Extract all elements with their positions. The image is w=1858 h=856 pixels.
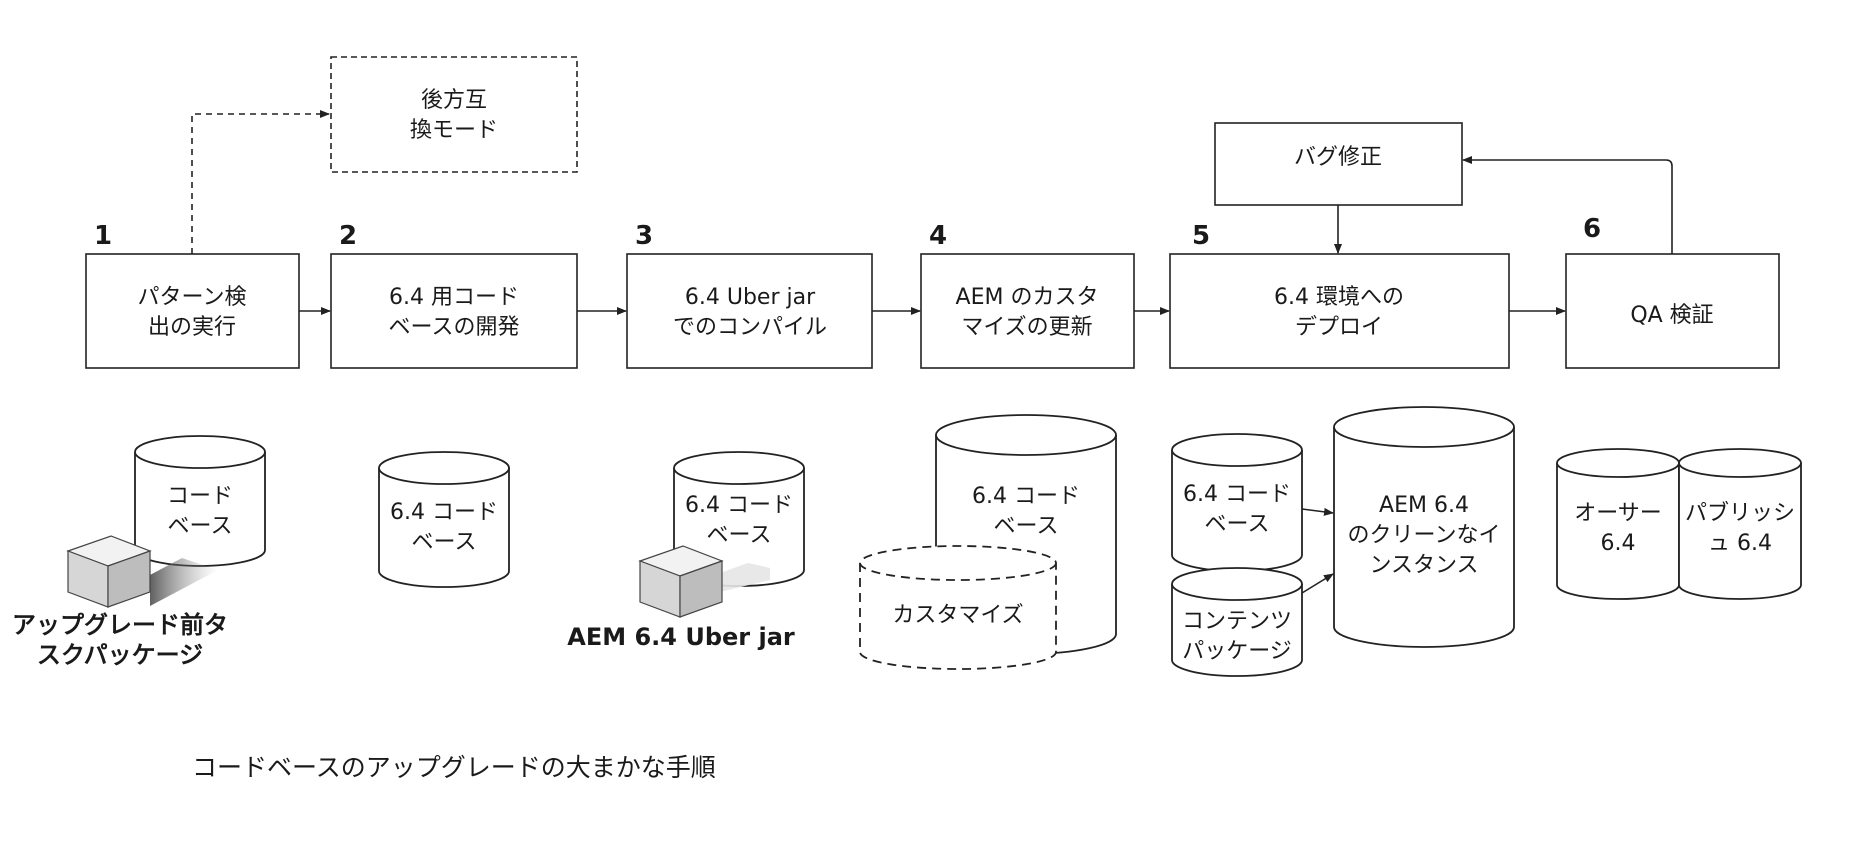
step-5-box: 6.4 環境への デプロイ bbox=[1169, 253, 1510, 369]
step-number-4: 4 bbox=[929, 221, 947, 251]
arrow-codebase-to-instance bbox=[1301, 507, 1334, 516]
codebase-2-line-2: ベース bbox=[412, 530, 477, 555]
step-number-6: 6 bbox=[1583, 214, 1601, 244]
clean-instance-line-3: ンスタンス bbox=[1369, 553, 1478, 578]
content-package-line-2: パッケージ bbox=[1182, 639, 1292, 664]
content-package-line-1: コンテンツ bbox=[1182, 609, 1292, 634]
codebase-2-line-1: 6.4 コード bbox=[390, 500, 498, 525]
bug-fix-label: バグ修正 bbox=[1294, 145, 1382, 170]
arrow-content-to-instance bbox=[1301, 573, 1334, 594]
bug-fix-box: バグ修正 bbox=[1214, 122, 1463, 206]
step-2-box: 6.4 用コード ベースの開発 bbox=[330, 253, 578, 369]
customization-cylinder: カスタマイズ bbox=[859, 545, 1057, 670]
codebase-5-line-2: ベース bbox=[1205, 512, 1270, 537]
step-number-3: 3 bbox=[635, 221, 653, 251]
publish-line-1: パブリッシ bbox=[1685, 501, 1795, 526]
uber-jar-label: AEM 6.4 Uber jar bbox=[567, 623, 795, 651]
author-line-2: 6.4 bbox=[1601, 531, 1636, 556]
step-number-5: 5 bbox=[1192, 221, 1210, 251]
backward-compat-box: 後方互 換モード bbox=[330, 56, 578, 173]
arrow-1-to-backward-compat bbox=[191, 110, 330, 254]
step-number-1: 1 bbox=[94, 221, 112, 251]
customization-label: カスタマイズ bbox=[892, 603, 1023, 628]
step-1-label-line-1: パターン検 bbox=[138, 285, 247, 310]
codebase-3-line-2: ベース bbox=[707, 523, 772, 548]
clean-instance-cylinder: AEM 6.4 のクリーンなイ ンスタンス bbox=[1333, 406, 1515, 648]
step-4-label-line-1: AEM のカスタ bbox=[956, 285, 1099, 310]
codebase-cylinder-1: コード ベース bbox=[134, 435, 266, 567]
step-6-label: QA 検証 bbox=[1630, 303, 1713, 328]
step-4-label-line-2: マイズの更新 bbox=[961, 315, 1092, 340]
step-4-box: AEM のカスタ マイズの更新 bbox=[920, 253, 1135, 369]
publish-cylinder: パブリッシ ュ 6.4 bbox=[1678, 448, 1802, 600]
codebase-cylinder-5: 6.4 コード ベース bbox=[1171, 433, 1303, 572]
codebase-1-line-1: コード bbox=[167, 484, 233, 509]
codebase-5-line-1: 6.4 コード bbox=[1183, 482, 1291, 507]
arrow-6-to-bug-fix bbox=[1462, 156, 1673, 254]
step-3-box: 6.4 Uber jar でのコンパイル bbox=[626, 253, 873, 369]
step-2-label-line-2: ベースの開発 bbox=[389, 315, 520, 340]
backward-compat-line-1: 後方互 bbox=[421, 88, 487, 113]
codebase-4-line-2: ベース bbox=[994, 514, 1059, 539]
pre-upgrade-package-line-2: スクパッケージ bbox=[37, 641, 203, 669]
clean-instance-line-1: AEM 6.4 bbox=[1379, 493, 1469, 518]
codebase-cylinder-2: 6.4 コード ベース bbox=[378, 451, 510, 588]
author-cylinder: オーサー 6.4 bbox=[1556, 448, 1680, 600]
clean-instance-line-2: のクリーンなイ bbox=[1348, 523, 1501, 548]
step-6-box: QA 検証 bbox=[1565, 253, 1780, 369]
step-1-box: パターン検 出の実行 bbox=[85, 253, 300, 369]
step-1-label-line-2: 出の実行 bbox=[148, 315, 236, 340]
codebase-4-line-1: 6.4 コード bbox=[972, 484, 1080, 509]
publish-line-2: ュ 6.4 bbox=[1708, 531, 1772, 556]
backward-compat-line-2: 換モード bbox=[410, 118, 498, 143]
step-5-label-line-2: デプロイ bbox=[1295, 315, 1383, 340]
author-line-1: オーサー bbox=[1574, 501, 1662, 526]
step-3-label-line-2: でのコンパイル bbox=[673, 315, 827, 340]
step-2-label-line-1: 6.4 用コード bbox=[389, 285, 519, 310]
step-5-label-line-1: 6.4 環境への bbox=[1274, 285, 1404, 310]
step-3-label-line-1: 6.4 Uber jar bbox=[685, 285, 816, 310]
codebase-1-line-2: ベース bbox=[168, 514, 233, 539]
package-box-icon bbox=[66, 535, 218, 608]
codebase-3-line-1: 6.4 コード bbox=[685, 493, 793, 518]
pre-upgrade-package-line-1: アップグレード前タ bbox=[12, 611, 228, 639]
content-package-cylinder: コンテンツ パッケージ bbox=[1171, 567, 1303, 677]
diagram-caption: コードベースのアップグレードの大まかな手順 bbox=[192, 753, 716, 782]
uber-jar-box-icon bbox=[638, 545, 770, 618]
step-number-2: 2 bbox=[339, 221, 357, 251]
